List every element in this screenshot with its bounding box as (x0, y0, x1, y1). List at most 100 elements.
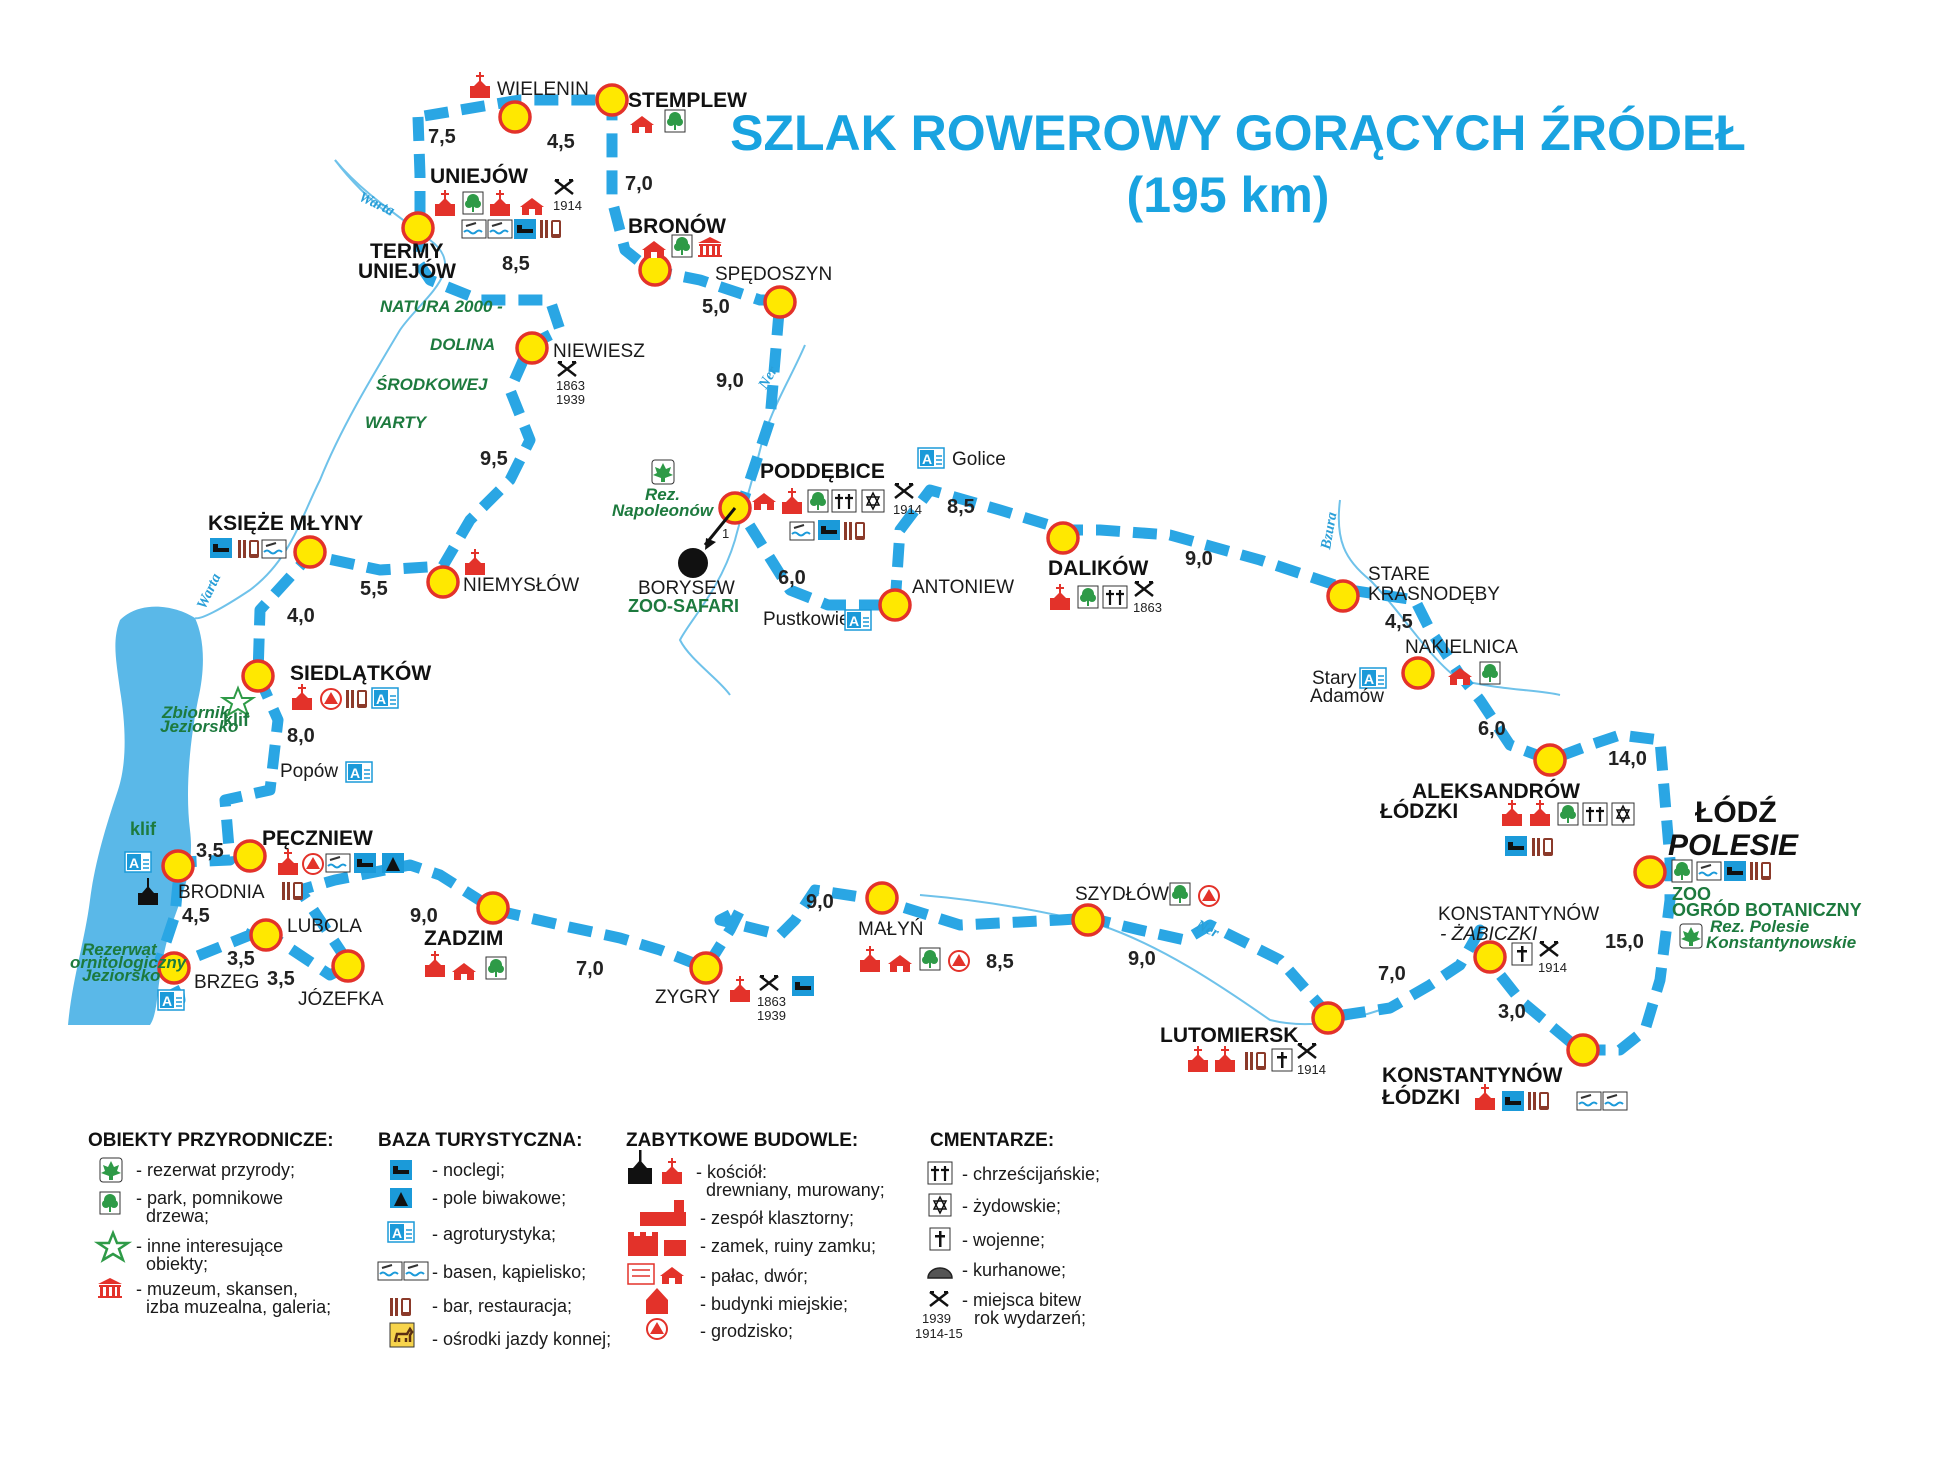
town-building-icon (646, 1288, 668, 1314)
node-ksieze (293, 535, 327, 569)
label-natura-3: ŚRODKOWEJ (376, 375, 488, 394)
legend-item: - basen, kąpielisko; (432, 1262, 586, 1282)
label-brodnia: BRODNIA (178, 882, 265, 903)
distance-label: 7,0 (625, 173, 653, 195)
bed-icon (1502, 1091, 1524, 1111)
distance-label: 7,0 (1378, 963, 1406, 985)
label-brzeg: BRZEG (194, 972, 259, 993)
label-konstantynow-2: ŁÓDZKI (1382, 1085, 1460, 1109)
bar-icon (238, 540, 259, 558)
pool-icon (325, 853, 351, 873)
label-natura-2: DOLINA (430, 335, 495, 354)
agro-icon (371, 687, 399, 709)
year-zygry-1: 1863 (757, 994, 786, 1009)
label-antoniew: ANTONIEW (912, 577, 1014, 598)
church-icon (1050, 584, 1070, 610)
church-icon (1188, 1046, 1208, 1072)
map-title-line2: (195 km) (1127, 167, 1330, 223)
grodzisko-icon (1198, 885, 1220, 907)
node-bronow (638, 253, 672, 287)
camp-icon (382, 853, 404, 873)
river-label-warta-1: Warta (356, 189, 397, 219)
agro-icon (345, 761, 373, 783)
distance-label: 9,0 (1185, 548, 1213, 570)
node-konstantynow (1566, 1033, 1600, 1067)
label-konstantynow-1: KONSTANTYNÓW (1382, 1063, 1563, 1087)
label-lutomiersk: LUTOMIERSK (1160, 1024, 1298, 1047)
church-icon (730, 976, 750, 1002)
cemetery-christian-icon (1101, 584, 1129, 610)
legend-item: - ośrodki jazdy konnej; (432, 1329, 611, 1349)
label-jozefka: JÓZEFKA (298, 988, 384, 1010)
node-lodz (1633, 855, 1667, 889)
cemetery-jewish-icon (861, 489, 885, 513)
label-aleksandrow-2: ŁÓDZKI (1380, 799, 1458, 823)
legend-year-2: 1914-15 (915, 1326, 963, 1341)
cemetery-jewish-icon (928, 1193, 952, 1217)
park-icon (664, 109, 686, 133)
label-bronow: BRONÓW (628, 214, 726, 238)
bar-icon (346, 690, 367, 708)
label-stemplew: STEMPLEW (628, 89, 747, 112)
park-icon (1077, 585, 1099, 609)
reserve-icon (99, 1157, 123, 1183)
church-wooden-icon (138, 878, 158, 905)
year-dalikow: 1863 (1133, 600, 1162, 615)
church-icon (662, 1158, 682, 1184)
label-dalikow: DALIKÓW (1048, 556, 1148, 580)
bar-icon (844, 522, 865, 540)
node-spedoszyn (763, 285, 797, 319)
node-zabiczki (1473, 940, 1507, 974)
park-icon (485, 956, 507, 980)
legend-item: - chrześcijańskie; (962, 1164, 1100, 1184)
year-zabiczki: 1914 (1538, 960, 1567, 975)
bed-icon (210, 538, 232, 558)
legend-item: - miejsca bitew (962, 1290, 1082, 1310)
grodzisko-icon (320, 688, 342, 710)
bed-icon (1724, 861, 1746, 881)
pool-icon (377, 1261, 403, 1281)
distance-label: 5,5 (360, 578, 388, 600)
distance-label: 5,0 (702, 296, 730, 318)
label-siedlatkow: SIEDLĄTKÓW (290, 661, 431, 685)
manor-icon (630, 116, 654, 133)
distance-label: 4,0 (287, 605, 315, 627)
battle-icon (553, 178, 575, 196)
battle-icon (1296, 1042, 1318, 1060)
label-termy-2: UNIEJÓW (358, 259, 456, 283)
pool-icon (789, 521, 815, 541)
label-zadzim: ZADZIM (424, 927, 503, 950)
manor-icon (660, 1267, 684, 1284)
label-lubola: LUBOLA (287, 916, 362, 937)
battle-icon (893, 482, 915, 500)
label-rezerwat-3: Jeziorsko (82, 966, 160, 985)
park-icon (1671, 859, 1693, 883)
distance-label: 7,0 (576, 958, 604, 980)
star-icon (93, 1229, 133, 1263)
church-icon (292, 684, 312, 710)
park-icon (99, 1191, 121, 1215)
node-dalikow (1046, 521, 1080, 555)
grodzisko-icon (302, 853, 324, 875)
cemetery-war-icon (1271, 1048, 1293, 1072)
legend: OBIEKTY PRZYRODNICZE: - rezerwat przyrod… (88, 1130, 1100, 1349)
agro-icon (124, 851, 152, 873)
grodzisko-icon (646, 1318, 668, 1340)
distance-label: 6,0 (1478, 718, 1506, 740)
church-icon (425, 951, 445, 977)
label-rez-napoleonow-2: Napoleonów (612, 501, 715, 520)
bed-icon (514, 219, 536, 239)
battle-icon (556, 360, 578, 378)
reserve-icon (1679, 923, 1703, 949)
pool-icon (403, 1261, 429, 1281)
distance-label: 4,5 (1385, 611, 1413, 633)
distance-label: 8,5 (986, 951, 1014, 973)
legend-item: izba muzealna, galeria; (146, 1297, 331, 1317)
label-lodz: ŁÓDŹ (1695, 795, 1777, 829)
legend-item: - pole biwakowe; (432, 1188, 566, 1208)
label-nakielnica: NAKIELNICA (1405, 637, 1518, 658)
legend-heading-monuments: ZABYTKOWE BUDOWLE: (626, 1130, 858, 1151)
label-zbiornik-2: Jeziorsko (160, 717, 238, 736)
church-icon (1475, 1084, 1495, 1110)
